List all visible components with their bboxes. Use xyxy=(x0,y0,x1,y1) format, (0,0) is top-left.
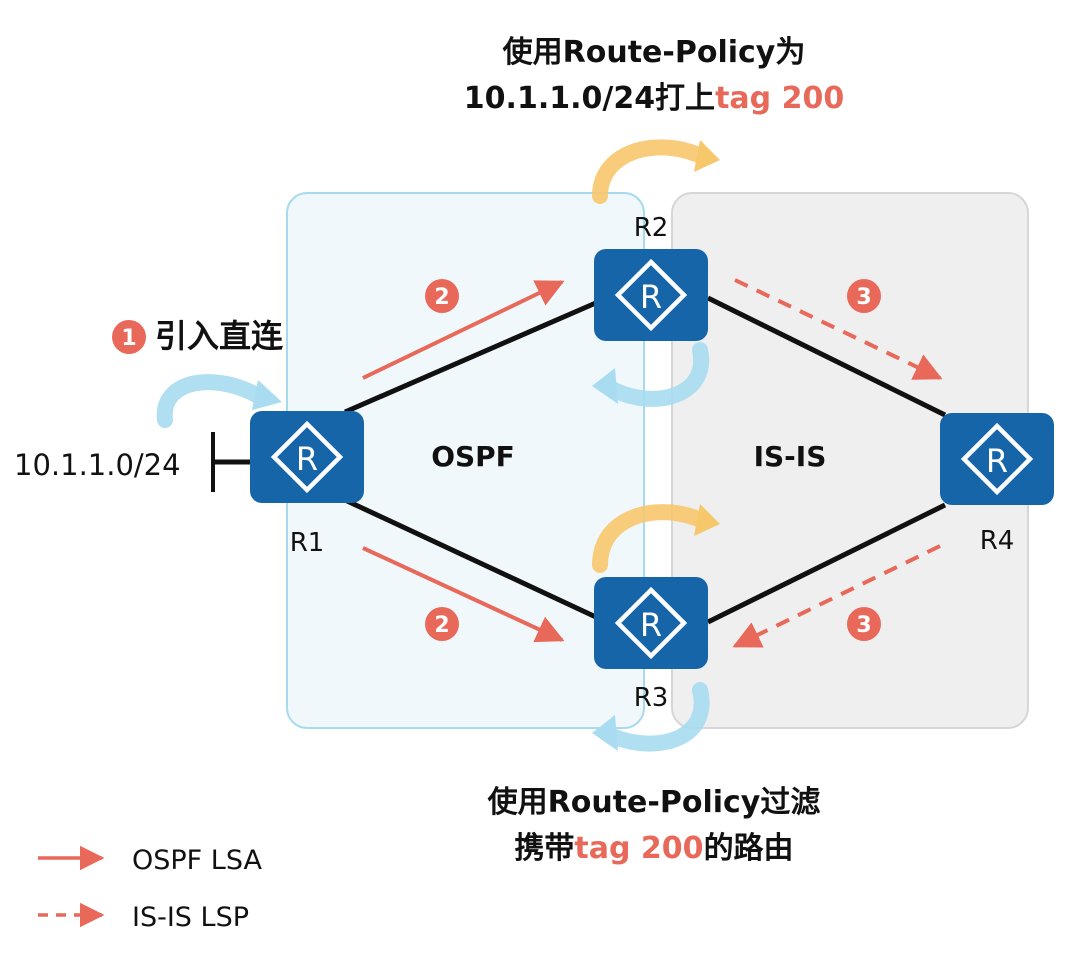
legend-ospf-label: OSPF LSA xyxy=(132,845,262,876)
step2-badge-upper: 2 xyxy=(425,279,459,313)
svg-text:2: 2 xyxy=(434,285,449,310)
link-r1-r3 xyxy=(343,497,600,621)
svg-text:3: 3 xyxy=(856,285,871,310)
policy-curl-r2-top-icon xyxy=(592,139,720,204)
link-r3-r4 xyxy=(706,502,947,625)
svg-text:1: 1 xyxy=(121,326,136,351)
isis-lsp-arrow-to-r4 xyxy=(734,278,943,380)
legend: OSPF LSA IS-IS LSP xyxy=(38,845,262,933)
router-r1-letter: R xyxy=(296,440,318,478)
ospf-lsa-arrow-to-r2 xyxy=(362,280,565,380)
isis-area-label: IS-IS xyxy=(754,440,827,473)
bottom-annotation-line2: 携带tag 200的路由 xyxy=(514,831,793,866)
bottom-annotation-tag: tag 200 xyxy=(574,831,703,866)
step3-badge-lower: 3 xyxy=(847,607,881,641)
router-r1-label: R1 xyxy=(290,528,325,558)
links xyxy=(211,295,947,625)
policy-curl-r3-top-icon xyxy=(592,504,720,573)
router-r2-label: R2 xyxy=(634,213,669,243)
policy-curl-r2-bottom-icon xyxy=(592,342,710,407)
policy-curl-r3-bottom-icon xyxy=(592,682,710,752)
bottom-annotation-line1: 使用Route-Policy过滤 xyxy=(487,785,821,820)
import-curl-r1-icon xyxy=(156,374,282,428)
step1-badge: 1 xyxy=(112,320,146,354)
top-annotation-line1: 使用Route-Policy为 xyxy=(502,35,806,70)
link-r2-r4 xyxy=(706,295,947,418)
network-prefix-label: 10.1.1.0/24 xyxy=(14,448,181,482)
link-r1-r2 xyxy=(344,299,599,415)
top-annotation-prefix: 10.1.1.0/24打上 xyxy=(464,81,715,116)
bottom-annotation-prefix: 携带 xyxy=(514,831,574,866)
ospf-area-label: OSPF xyxy=(431,440,515,473)
step1-text: 引入直连 xyxy=(155,317,283,355)
top-annotation-line2: 10.1.1.0/24打上tag 200 xyxy=(464,81,844,116)
ospf-lsa-arrow-to-r3 xyxy=(362,546,565,643)
step2-badge-lower: 2 xyxy=(425,607,459,641)
router-r4-letter: R xyxy=(986,442,1008,480)
legend-isis-label: IS-IS LSP xyxy=(132,902,249,933)
router-r3-letter: R xyxy=(640,606,662,644)
bottom-annotation-suffix: 的路由 xyxy=(704,831,794,866)
step3-badge-upper: 3 xyxy=(847,279,881,313)
svg-text:3: 3 xyxy=(856,613,871,638)
svg-text:2: 2 xyxy=(434,613,449,638)
router-r2-letter: R xyxy=(640,278,662,316)
router-r3-label: R3 xyxy=(634,683,669,713)
top-annotation-tag: tag 200 xyxy=(715,81,844,116)
router-r4-label: R4 xyxy=(980,526,1015,556)
